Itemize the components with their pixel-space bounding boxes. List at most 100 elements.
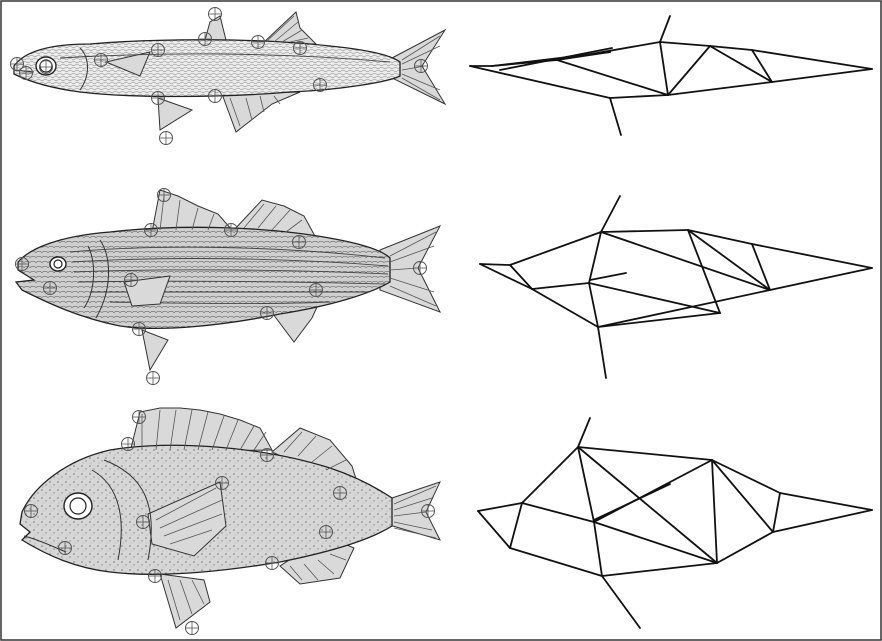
landmark-marker — [160, 132, 173, 145]
landmark-marker — [415, 60, 428, 73]
mullet-first-dorsal-fin — [205, 16, 226, 40]
truss-edge — [712, 460, 773, 532]
truss-spur — [578, 418, 590, 447]
truss-edge — [773, 510, 872, 532]
truss-edge — [578, 447, 717, 563]
truss-edge — [601, 230, 688, 232]
landmark-marker — [122, 438, 135, 451]
truss-edge — [598, 313, 720, 327]
truss-edge — [522, 503, 594, 522]
truss-spur — [660, 16, 670, 42]
rockfish-illustration — [20, 408, 440, 628]
rockfish-truss — [478, 418, 872, 628]
truss-edge — [660, 42, 668, 95]
landmark-marker — [40, 61, 53, 74]
truss-edge — [717, 532, 773, 563]
landmark-marker — [133, 323, 146, 336]
truss-edge — [602, 563, 717, 576]
landmark-marker — [252, 36, 265, 49]
truss-edge — [522, 447, 578, 503]
mullet-pelvic-fin — [158, 98, 192, 130]
truss-edge — [589, 232, 601, 283]
landmark-marker — [149, 570, 162, 583]
truss-edge — [510, 548, 602, 576]
truss-edge — [589, 283, 598, 327]
truss-edge — [610, 95, 668, 98]
mullet-anal-fin — [222, 92, 300, 132]
truss-edge — [780, 493, 872, 510]
landmark-marker — [261, 449, 274, 462]
bass-body — [16, 227, 390, 328]
truss-edge — [510, 232, 601, 265]
truss-edge — [532, 289, 598, 327]
truss-edge — [510, 265, 532, 289]
landmark-marker — [414, 262, 427, 275]
truss-edge — [772, 69, 872, 82]
truss-edge — [601, 232, 770, 290]
truss-edge — [589, 283, 720, 313]
landmark-marker — [59, 542, 72, 555]
landmark-marker — [125, 274, 138, 287]
truss-edge — [578, 447, 712, 460]
truss-edge — [752, 50, 872, 69]
landmark-marker — [158, 189, 171, 202]
truss-edge — [478, 511, 510, 548]
mullet-illustration — [14, 12, 445, 132]
landmark-marker — [186, 622, 199, 635]
landmark-marker — [314, 79, 327, 92]
mullet-body — [14, 40, 400, 97]
truss-edge — [668, 46, 710, 95]
mullet-second-dorsal-fin — [262, 12, 316, 44]
truss-edge — [660, 42, 710, 46]
truss-edge — [480, 264, 510, 265]
truss-edge — [712, 460, 780, 493]
landmark-marker — [44, 282, 57, 295]
landmark-marker — [294, 42, 307, 55]
landmark-marker — [261, 307, 274, 320]
landmark-marker — [310, 284, 323, 297]
landmark-marker — [133, 411, 146, 424]
landmark-marker — [95, 54, 108, 67]
truss-spur — [598, 327, 606, 378]
landmark-marker — [16, 258, 29, 271]
landmark-marker — [209, 8, 222, 21]
truss-edge — [594, 522, 602, 576]
bass-pelvic-fin — [142, 330, 168, 370]
truss-edge — [668, 82, 772, 95]
truss-edge — [480, 264, 532, 289]
landmark-marker — [152, 92, 165, 105]
truss-edge — [712, 460, 717, 563]
landmark-marker — [137, 516, 150, 529]
truss-networks — [470, 16, 872, 628]
landmark-marker — [293, 236, 306, 249]
truss-edge — [594, 522, 717, 563]
truss-edge — [773, 493, 780, 532]
landmark-marker — [209, 90, 222, 103]
truss-spur — [500, 48, 612, 70]
mullet-truss — [470, 16, 872, 135]
truss-spur — [590, 273, 626, 280]
landmark-marker — [147, 372, 160, 385]
landmark-marker — [320, 526, 333, 539]
landmark-marker — [422, 505, 435, 518]
landmark-marker — [266, 557, 279, 570]
truss-edge — [752, 244, 872, 268]
landmark-marker — [216, 477, 229, 490]
landmark-marker — [145, 224, 158, 237]
truss-edge — [532, 283, 589, 289]
truss-edge — [478, 503, 522, 511]
truss-edge — [594, 460, 712, 522]
truss-edge — [598, 290, 770, 327]
truss-spur — [610, 98, 621, 135]
landmark-marker — [199, 33, 212, 46]
landmark-marker — [334, 487, 347, 500]
truss-spur — [602, 576, 640, 628]
truss-edge — [770, 268, 872, 290]
landmark-marker — [25, 505, 38, 518]
landmark-marker — [20, 67, 33, 80]
landmark-marker — [152, 44, 165, 57]
striped-bass-truss — [480, 196, 872, 378]
truss-edge — [510, 503, 522, 548]
striped-bass-illustration — [16, 190, 440, 370]
